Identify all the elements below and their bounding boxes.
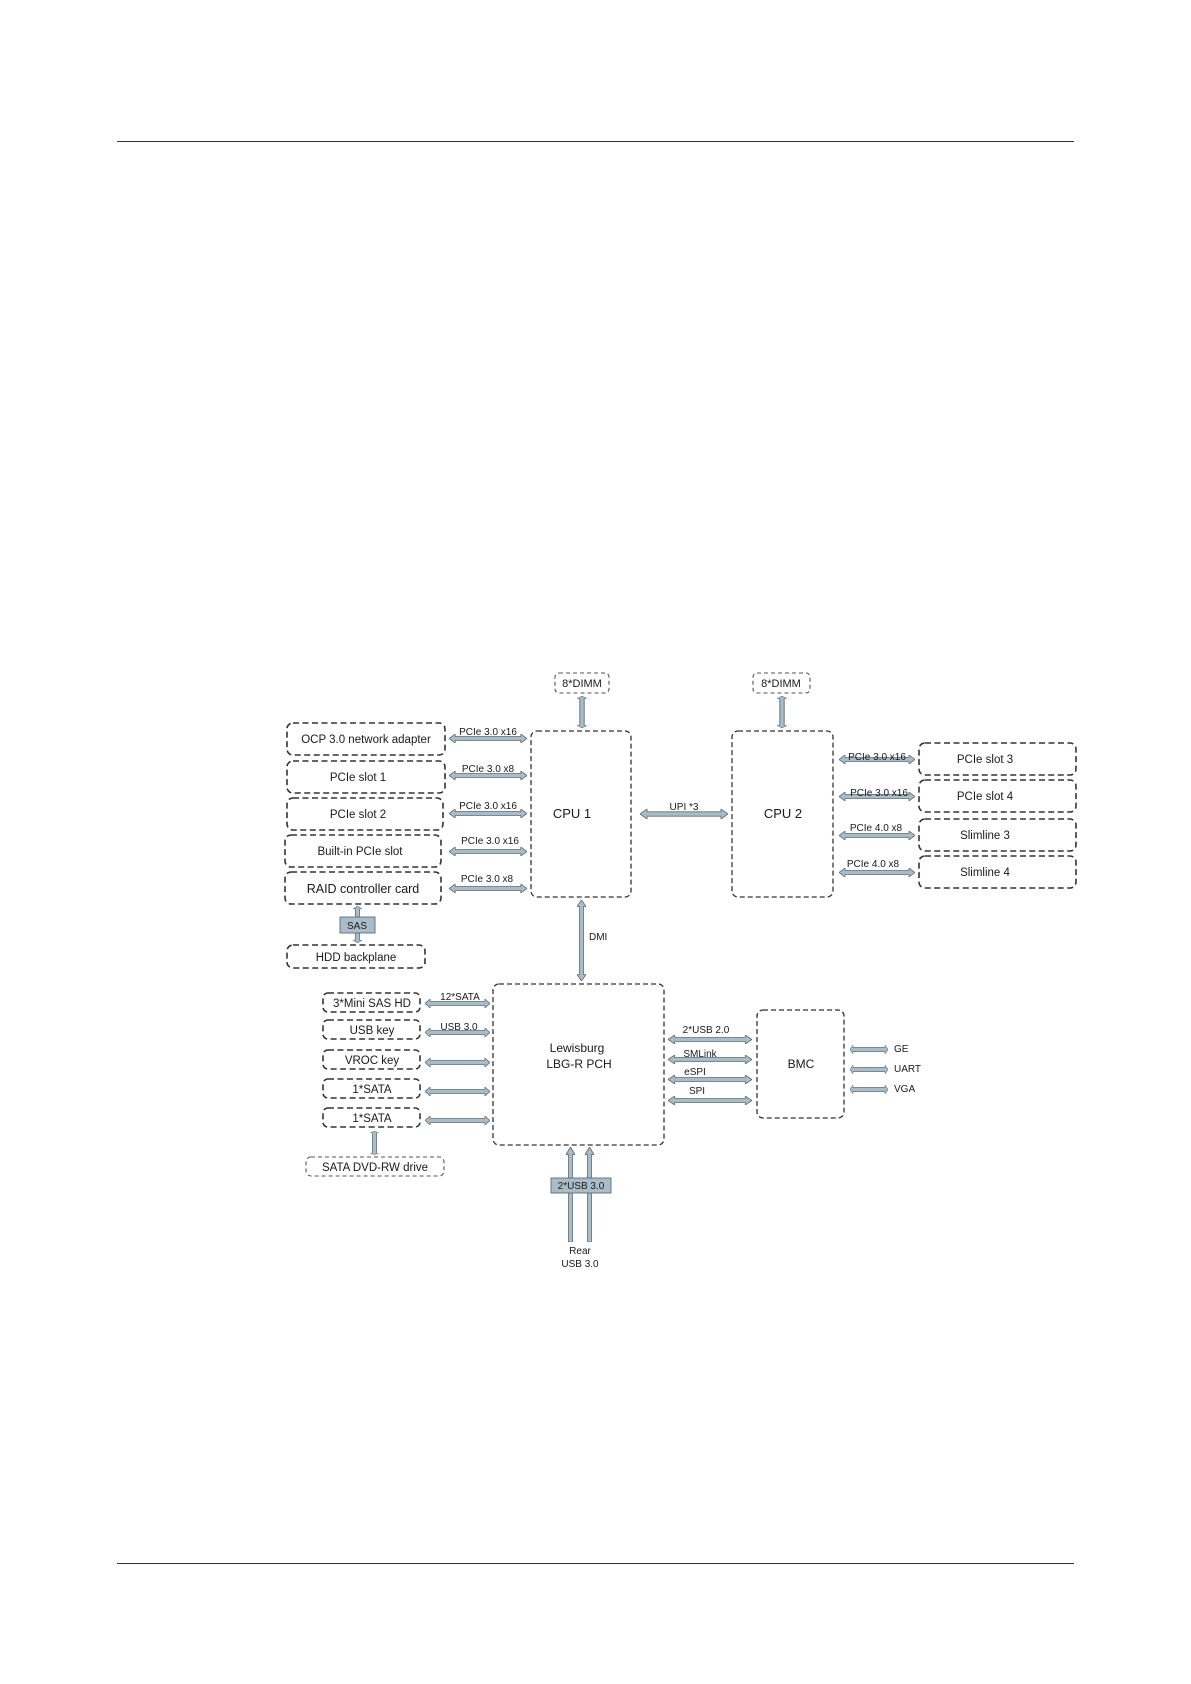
sas-tag: SAS (339, 916, 376, 934)
cpu2-block: CPU 2 (731, 730, 834, 898)
slim3-link-label: PCIe 4.0 x8 (850, 823, 903, 834)
slot1-link-label: PCIe 3.0 x8 (462, 764, 515, 775)
hdd-backplane-label: HDD backplane (316, 952, 397, 964)
ocp-link-label: PCIe 3.0 x16 (459, 727, 517, 738)
rear-usb-arrow-1 (566, 1147, 575, 1242)
mini-sas-label: 3*Mini SAS HD (333, 998, 411, 1010)
dimm-label-2: 8*DIMM (761, 678, 801, 690)
header-rule (117, 141, 1074, 142)
pcie-slot3-block: PCIe slot 3 (918, 742, 1077, 776)
dimm-label-1: 8*DIMM (562, 678, 602, 690)
usb-key-block: USB key (322, 1019, 421, 1040)
pch-label-line2: LBG-R PCH (546, 1057, 611, 1071)
raid-label: RAID controller card (307, 882, 420, 896)
vroc-key-label: VROC key (345, 1055, 400, 1067)
slimline4-label: Slimline 4 (960, 867, 1010, 879)
usb30-tag: 2*USB 3.0 (550, 1177, 612, 1194)
ocp-adapter-block: OCP 3.0 network adapter (286, 722, 446, 756)
builtin-link-arrow (449, 847, 527, 856)
usb20-link-label: 2*USB 2.0 (683, 1025, 730, 1036)
espi-link-arrow (668, 1075, 752, 1084)
vga-label: VGA (894, 1084, 915, 1095)
usb-key-label: USB key (350, 1025, 395, 1037)
dvd-drive-block: SATA DVD-RW drive (305, 1156, 445, 1177)
footer-rule (117, 1563, 1074, 1564)
vroc-link-arrow (425, 1058, 490, 1067)
slot2-link-label: PCIe 3.0 x16 (459, 801, 517, 812)
upi-label: UPI *3 (670, 802, 699, 813)
usb20-link-arrow (668, 1035, 752, 1044)
dimm1-arrow (577, 696, 587, 728)
builtin-link-label: PCIe 3.0 x16 (461, 836, 519, 847)
builtin-pcie-block: Built-in PCIe slot (284, 834, 442, 868)
pcie-slot2-block: PCIe slot 2 (286, 797, 444, 831)
dmi-label: DMI (589, 932, 607, 943)
dimm-block-1: 8*DIMM (554, 672, 610, 694)
espi-link-label: eSPI (684, 1067, 706, 1078)
hdd-backplane-block: HDD backplane (286, 944, 426, 969)
sata2-link-arrow (425, 1116, 490, 1125)
pcie-slot1-block: PCIe slot 1 (286, 760, 446, 794)
sata1-block: 1*SATA (322, 1078, 421, 1099)
cpu1-block: CPU 1 (530, 730, 632, 898)
usb-key-link-label: USB 3.0 (440, 1022, 478, 1033)
rear-usb-label-line2: USB 3.0 (561, 1259, 599, 1270)
uart-arrow (850, 1065, 888, 1074)
rear-usb-label-line1: Rear (569, 1246, 591, 1257)
mini-sas-block: 3*Mini SAS HD (322, 992, 421, 1013)
vga-arrow (850, 1085, 888, 1094)
pch-label-line1: Lewisburg (550, 1041, 605, 1055)
vroc-key-block: VROC key (322, 1049, 421, 1070)
sata2-label: 1*SATA (352, 1113, 392, 1125)
bmc-label: BMC (788, 1057, 815, 1071)
usb30-label: 2*USB 3.0 (558, 1181, 605, 1192)
rear-usb-arrow-2 (585, 1147, 594, 1242)
raid-card-block: RAID controller card (284, 871, 442, 905)
dimm-block-2: 8*DIMM (752, 672, 811, 694)
ge-arrow (850, 1045, 888, 1054)
pcie-slot4-block: PCIe slot 4 (918, 779, 1077, 813)
slim4-link-label: PCIe 4.0 x8 (847, 859, 900, 870)
sata2-block: 1*SATA (322, 1107, 421, 1128)
raid-link-arrow (449, 884, 527, 893)
pcie-slot1-label: PCIe slot 1 (330, 772, 386, 784)
slot3-link-label: PCIe 3.0 x16 (848, 752, 906, 763)
dvd-arrow (370, 1131, 379, 1155)
sata1-link-arrow (425, 1087, 490, 1096)
sas-label: SAS (347, 921, 367, 932)
pch-block: Lewisburg LBG-R PCH (492, 983, 665, 1146)
sata1-label: 1*SATA (352, 1084, 392, 1096)
spi-link-label: SPI (689, 1086, 705, 1097)
smlink-label: SMLink (683, 1049, 717, 1060)
slot4-link-label: PCIe 3.0 x16 (850, 788, 908, 799)
builtin-pcie-label: Built-in PCIe slot (317, 846, 403, 858)
uart-label: UART (894, 1064, 921, 1075)
slimline3-block: Slimline 3 (918, 818, 1077, 852)
dvd-drive-label: SATA DVD-RW drive (322, 1162, 428, 1174)
pcie-slot4-label: PCIe slot 4 (957, 791, 1014, 803)
cpu1-label: CPU 1 (553, 806, 591, 821)
slimline4-block: Slimline 4 (918, 855, 1077, 889)
dimm2-arrow (777, 696, 787, 728)
mini-sas-link-label: 12*SATA (440, 992, 480, 1003)
slimline3-label: Slimline 3 (960, 830, 1010, 842)
bmc-block: BMC (756, 1009, 845, 1119)
raid-link-label: PCIe 3.0 x8 (461, 874, 514, 885)
pcie-slot2-label: PCIe slot 2 (330, 809, 386, 821)
spi-link-arrow (668, 1096, 752, 1105)
pcie-slot3-label: PCIe slot 3 (957, 754, 1013, 766)
ge-label: GE (894, 1044, 909, 1055)
cpu2-label: CPU 2 (764, 806, 802, 821)
dmi-arrow (577, 900, 586, 981)
ocp-label: OCP 3.0 network adapter (301, 734, 431, 746)
